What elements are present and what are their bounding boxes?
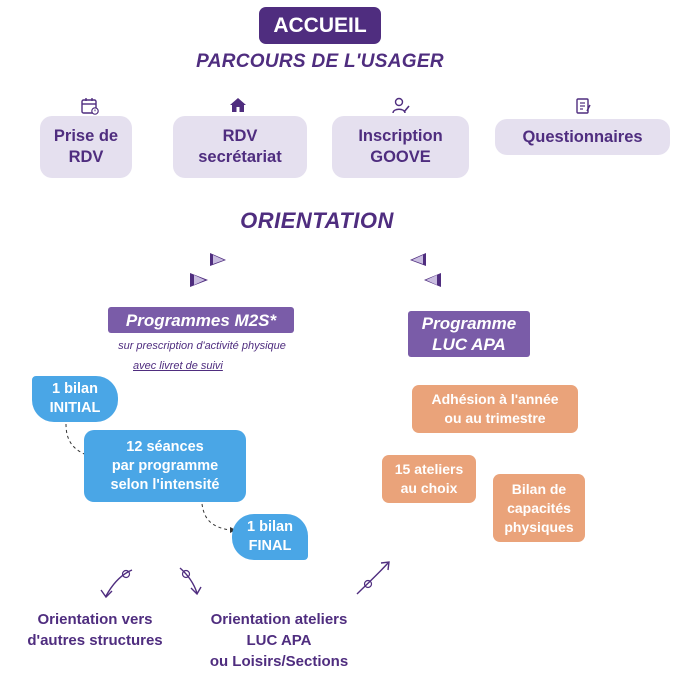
capacites-line2: capacités — [507, 499, 571, 516]
ateliers-line1: 15 ateliers — [394, 461, 464, 477]
seances-line2: par programme — [111, 457, 219, 474]
bilan-line1: 1 bilan — [247, 519, 293, 535]
step-line1: Questionnaires — [522, 127, 643, 146]
bilan-line2: INITIAL — [49, 400, 101, 416]
bilan-line1: 1 bilan — [52, 381, 98, 397]
bilan-line2: FINAL — [248, 538, 292, 554]
arrow-triangle-icon — [410, 253, 426, 266]
adhesion-line2: ou au trimestre — [444, 410, 546, 426]
outcome-line2: LUC APA — [246, 632, 312, 649]
user-pen-icon — [392, 97, 410, 114]
arrow-triangle-icon — [210, 253, 226, 266]
calendar-icon — [81, 98, 99, 115]
seances-line1: 12 séances — [126, 438, 204, 455]
seances-bubble: 12 séances par programme selon l'intensité — [84, 430, 246, 502]
curly-arrow-icon — [179, 567, 202, 596]
step-line1: Inscription — [358, 127, 443, 145]
step-line2: GOOVE — [370, 148, 431, 166]
step-rdv-secretariat: RDV secrétariat — [173, 116, 307, 178]
outcome-line1: Orientation vers — [37, 611, 153, 628]
page-title: PARCOURS DE L'USAGER — [196, 51, 444, 72]
ateliers-box: 15 ateliers au choix — [382, 455, 476, 503]
orientation-title: ORIENTATION — [240, 208, 394, 233]
m2s-subtitle: sur prescription d'activité physique — [118, 340, 286, 352]
ateliers-line2: au choix — [400, 480, 458, 496]
arrow-triangle-icon — [190, 273, 208, 287]
accueil-badge: ACCUEIL — [259, 7, 381, 44]
outcome-line2: d'autres structures — [27, 632, 163, 649]
step-prise-de-rdv: Prise de RDV — [40, 116, 132, 178]
curly-arrow-icon — [100, 569, 133, 599]
m2s-note: avec livret de suivi — [133, 360, 223, 372]
outcome-line3: ou Loisirs/Sections — [209, 653, 349, 670]
dashed-connector — [201, 503, 231, 531]
step-line1: Prise de — [53, 127, 119, 145]
capacites-line3: physiques — [504, 518, 574, 535]
step-line2: RDV — [68, 148, 104, 166]
clipboard-icon — [576, 98, 591, 114]
seances-line3: selon l'intensité — [110, 476, 220, 493]
step-questionnaires: Questionnaires — [495, 119, 670, 155]
outcome-line1: Orientation ateliers — [210, 611, 348, 628]
luc-line2: LUC APA — [432, 335, 506, 354]
outcome-autres-structures: Orientation vers d'autres structures — [10, 609, 180, 651]
luc-line1: Programme — [421, 314, 517, 333]
curly-arrow-icon — [356, 561, 390, 595]
programmes-m2s-badge: Programmes M2S* — [108, 307, 294, 333]
step-line1: RDV — [222, 127, 258, 145]
adhesion-line1: Adhésion à l'année — [431, 391, 559, 407]
adhesion-box: Adhésion à l'année ou au trimestre — [412, 385, 578, 433]
bilan-capacites-box: Bilan de capacités physiques — [493, 474, 585, 542]
arrow-triangle-icon — [424, 273, 441, 287]
step-line2: secrétariat — [198, 148, 282, 166]
home-icon — [230, 98, 246, 112]
capacites-line1: Bilan de — [511, 480, 567, 497]
